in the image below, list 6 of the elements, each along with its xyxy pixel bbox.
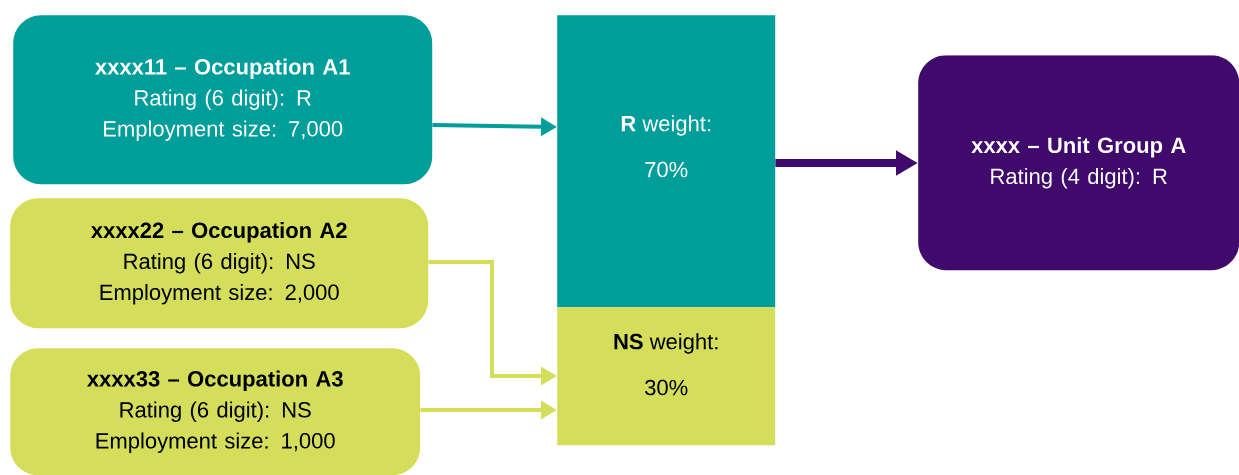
- occupation-box: xxxx22 – Occupation A2 Rating (6 digit): NS Employment size: 2,000: [10, 198, 429, 329]
- weight-bar: R weight: 70%: [557, 15, 776, 308]
- occupation-box: xxxx33 – Occupation A3 Rating (6 digit): NS Employment size: 1,000: [10, 348, 421, 475]
- weight-bar: NS weight: 30%: [557, 307, 776, 446]
- occupation-box: xxxx11 – Occupation A1 Rating (6 digit): R Employment size: 7,000: [13, 15, 433, 185]
- unit-group-box: xxxx – Unit Group A Rating (4 digit): R: [918, 55, 1239, 271]
